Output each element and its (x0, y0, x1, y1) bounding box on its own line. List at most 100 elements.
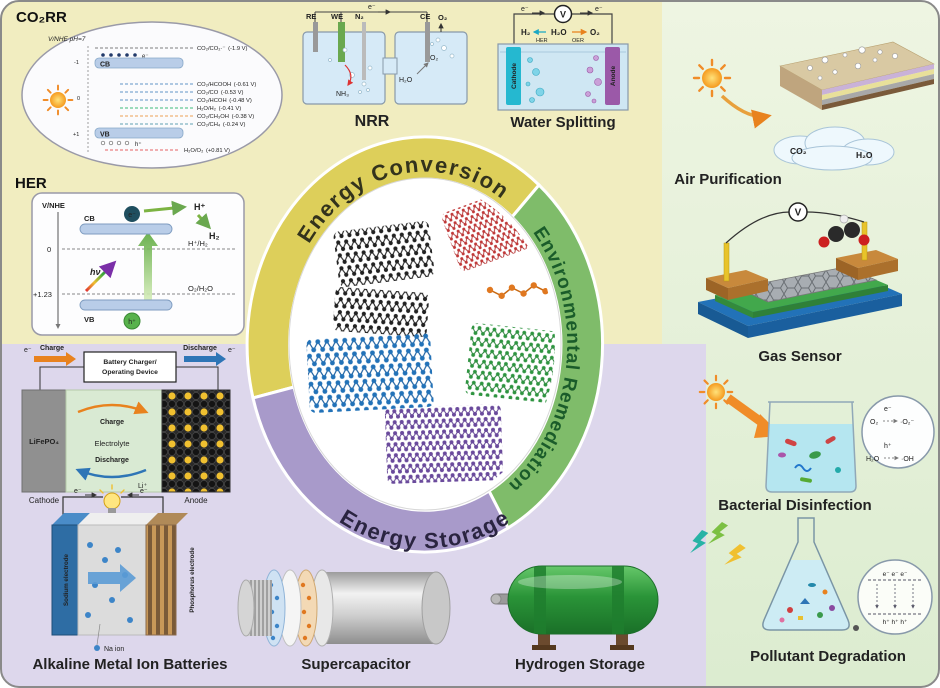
cathode-text: Cathode (29, 496, 60, 505)
battery-e-right: e⁻ (228, 347, 236, 354)
ce-label: CE (420, 12, 430, 21)
o2-in-cell-label: O₂ (430, 55, 438, 62)
hydrogen-storage-panel: Hydrogen Storage (490, 565, 659, 673)
phosphorus-top (146, 513, 188, 525)
black-phosphorene-lattice (333, 221, 435, 287)
ws-oer: OER (572, 38, 584, 44)
ws-h2o: H₂O (551, 28, 567, 37)
cloud-icon (773, 126, 895, 171)
supercapacitor-title: Supercapacitor (301, 656, 410, 673)
sodium-electrode-label: Sodium electrode (63, 553, 70, 605)
cathode-bar (506, 47, 521, 105)
cell-e-left: e⁻ (74, 488, 82, 495)
working-electrode (338, 22, 345, 62)
orange-ions (300, 582, 312, 641)
excitation-arrow (138, 232, 158, 302)
charge-label: Charge (40, 345, 64, 352)
water-splitting-title: Water Splitting (510, 114, 615, 131)
discharge-arrow (184, 352, 226, 366)
lifepo4-label: LiFePO₄ (29, 437, 59, 446)
redox-label: CO₂/HCOH (-0.48 V) (197, 98, 252, 104)
conduction-band: e⁻ CB (94, 53, 184, 69)
cathode-bubbles (525, 57, 545, 103)
redox-label: CO₂/CO (-0.53 V) (197, 90, 244, 96)
lightning-icons (690, 522, 746, 565)
sodium-electrode-slab (51, 524, 79, 636)
redox-label: CO₂/CO₂·⁻ (-1.9 V) (197, 46, 248, 52)
tank-leg-left (538, 632, 550, 646)
tank-leg-right (616, 632, 628, 646)
supercap-end-cap (421, 571, 451, 645)
hplus-label: H⁺ (194, 202, 205, 212)
hole-label: h⁺ (128, 319, 136, 326)
n2-inlet-tube (362, 22, 366, 80)
her-panel: HER V/NHE 0 +1.23 H⁺/H₂ O₂/H₂O CB VB e⁻ … (15, 175, 245, 336)
device-line2: Operating Device (102, 369, 158, 376)
nh3-arrow (344, 64, 354, 86)
sun-icon (698, 374, 734, 410)
photocatalyst-slab (779, 41, 935, 110)
gas-sensor-title: Gas Sensor (758, 348, 842, 365)
bacterial-disinfection-panel: e⁻ O₂ ·O₂⁻ h⁺ H₂O ·OH Bacterial Disinfec… (698, 374, 935, 514)
reference-electrode (313, 22, 318, 52)
co2rr-ellipse (21, 21, 283, 169)
battery-e-left: e⁻ (24, 347, 32, 354)
pd-e-row: e⁻ e⁻ e⁻ (883, 571, 908, 578)
n2-label: N₂ (355, 12, 364, 21)
nh3-label: NH₃ (336, 91, 349, 98)
li-ion-label: Li⁺ (138, 483, 147, 490)
sensor-base-side (748, 294, 902, 338)
stopcock-icon (853, 625, 859, 631)
left-contact-post (723, 242, 730, 282)
bulb-icon (99, 484, 125, 513)
sun-icon (692, 58, 732, 98)
sensor-base-front (698, 302, 748, 338)
e-to-hplus-arrow (143, 200, 187, 216)
her-cb-label: CB (84, 214, 95, 223)
photon-arrow (84, 260, 117, 293)
charge-ion-arrow (77, 401, 149, 415)
tank-valve-knob (490, 593, 502, 605)
phosphorus-electrode-slab (145, 524, 177, 636)
gas-sensor-panel: V Gas Sensor (698, 202, 902, 365)
air-co2-label: CO₂ (790, 146, 807, 156)
sodium-top (52, 513, 90, 525)
battery-wires (39, 366, 219, 390)
nrr-e-label: e⁻ (368, 4, 376, 11)
svg-text:CB: CB (100, 62, 110, 69)
her-cb-bar (79, 223, 173, 235)
ros-circle (861, 395, 935, 469)
svg-text:e⁻: e⁻ (142, 54, 149, 60)
sun-icon (42, 84, 74, 116)
h2o-o2-arrow (416, 62, 429, 75)
svg-text:VB: VB (100, 132, 110, 139)
h2o-label: H₂O (399, 77, 413, 84)
sensor-wire-right (805, 211, 865, 223)
pollutant-icons (779, 583, 835, 623)
sunlight-arrow (720, 94, 772, 129)
device-line1: Battery Charger/ (103, 359, 156, 366)
charger-device-box (83, 351, 177, 383)
co2rr-tick: +1 (73, 132, 79, 138)
nrr-circuit-wire (314, 11, 428, 22)
ws-her: HER (536, 38, 548, 44)
phosphorus-electrode-label: Phosphorus electrode (189, 547, 196, 613)
her-vb-label: VB (84, 315, 95, 324)
co2rr-tick: -1 (74, 60, 79, 66)
redox-label: CO₂/HCOOH (-0.61 V) (197, 82, 256, 88)
center-ring: Energy Conversion Environmental Remediat… (245, 135, 605, 554)
tank-foot-right (610, 645, 634, 650)
bd-h2o-label: H₂O (866, 456, 880, 463)
bd-o2rad-label: ·O₂⁻ (900, 419, 914, 426)
her-vb-bar (79, 299, 173, 311)
air-purification-title: Air Purification (674, 171, 782, 188)
nrr-panel: e⁻ RE WE N₂ CE O₂ NH₃ H₂O O₂ (302, 4, 468, 130)
flask-icon (762, 517, 859, 631)
electron-label: e⁻ (128, 212, 136, 219)
bd-h-label: h⁺ (884, 443, 892, 450)
tank-details (518, 566, 624, 634)
ion-flow-arrow (88, 564, 136, 592)
redox-label: CO₂/CH₃OH (-0.38 V) (197, 114, 254, 120)
